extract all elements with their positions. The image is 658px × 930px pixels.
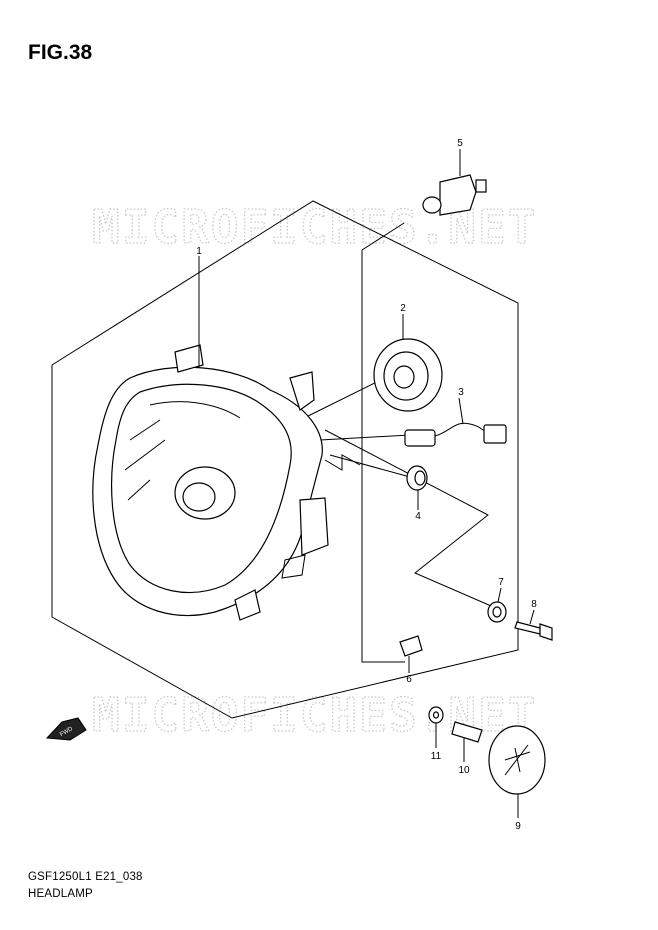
callout-6: 6 bbox=[406, 674, 412, 685]
mounting-bolt[interactable] bbox=[514, 621, 553, 641]
position-bulb[interactable] bbox=[399, 635, 423, 657]
headlamp-bulb[interactable] bbox=[422, 174, 487, 216]
collar[interactable] bbox=[451, 721, 483, 743]
rubber-bushing[interactable] bbox=[487, 601, 507, 623]
callout-4: 4 bbox=[415, 511, 421, 522]
leader-lines bbox=[198, 149, 535, 818]
washer[interactable] bbox=[428, 706, 444, 724]
callout-labels: 1 2 3 4 5 6 7 8 9 10 11 bbox=[196, 138, 537, 832]
callout-5: 5 bbox=[457, 138, 463, 149]
callout-9: 9 bbox=[515, 821, 521, 832]
callout-3: 3 bbox=[458, 387, 464, 398]
callout-10: 10 bbox=[458, 765, 470, 776]
callout-8: 8 bbox=[531, 599, 537, 610]
callout-2: 2 bbox=[400, 303, 406, 314]
diagram-caption: HEADLAMP bbox=[28, 888, 93, 900]
headlamp-assembly[interactable] bbox=[92, 344, 329, 621]
grommet[interactable] bbox=[406, 465, 428, 491]
cap[interactable] bbox=[488, 725, 546, 795]
socket-cover[interactable] bbox=[373, 338, 443, 412]
socket-harness[interactable] bbox=[404, 422, 507, 447]
callout-11: 11 bbox=[431, 751, 442, 762]
diagram-code: GSF1250L1 E21_038 bbox=[28, 871, 143, 883]
callout-1: 1 bbox=[196, 246, 202, 257]
callout-7: 7 bbox=[498, 577, 504, 588]
fwd-arrow-icon: FWD bbox=[45, 717, 87, 741]
figure-title: FIG.38 bbox=[28, 41, 93, 64]
